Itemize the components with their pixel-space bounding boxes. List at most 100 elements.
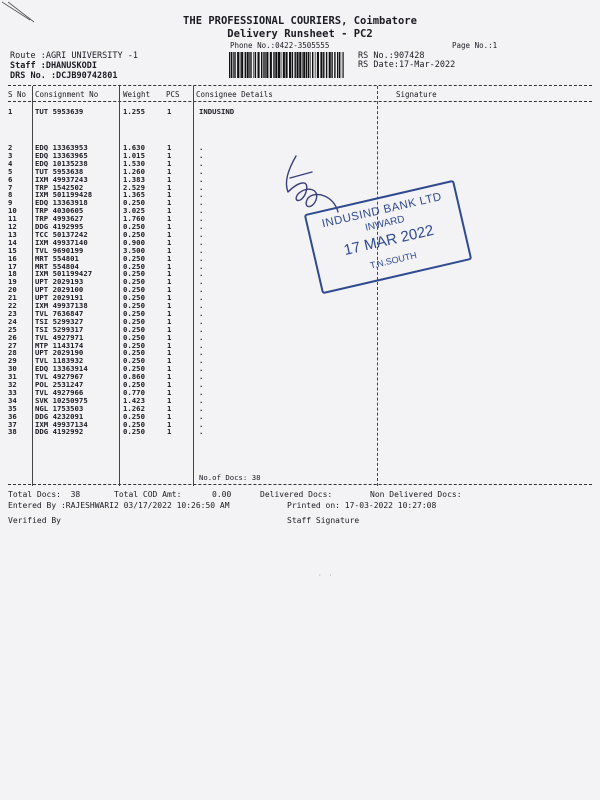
row-mark: .: [199, 332, 204, 342]
row-weight: 0.250: [123, 419, 145, 429]
row-serial: 19: [8, 277, 17, 287]
row-serial: 21: [8, 293, 17, 303]
row-consignment: UPT 2029193: [35, 277, 84, 287]
barcode-bar: [237, 52, 240, 78]
table-bottom-rule: [8, 484, 592, 485]
row-mark: .: [199, 340, 204, 350]
row-weight: 0.250: [123, 222, 145, 231]
barcode-bar: [234, 52, 236, 78]
row-serial: 38: [8, 427, 17, 437]
row-mark: .: [199, 348, 204, 358]
col-signature: Signature: [396, 90, 437, 99]
rs-date: RS Date:17-Mar-2022: [358, 60, 456, 70]
no-of-docs: No.of Docs: 38: [199, 473, 261, 482]
row-serial: 22: [8, 301, 17, 310]
row-consignment: EDQ 13363953: [35, 143, 88, 152]
row-mark: .: [199, 269, 204, 279]
row-mark: .: [199, 174, 204, 184]
row-pcs: 1: [167, 387, 172, 397]
row-weight: 0.250: [123, 277, 145, 287]
row-consignment: TVL 9690199: [35, 245, 84, 255]
total-cod-label: Total COD Amt:: [114, 490, 182, 499]
row-consignment: TUT 5953639: [35, 107, 84, 116]
drs-number: DRS No. :DCJB90742801: [10, 71, 118, 81]
row-mark: .: [199, 411, 204, 421]
barcode-bar: [334, 52, 336, 78]
row-mark: .: [199, 166, 204, 176]
row-consignment: EDQ 13363914: [35, 364, 88, 374]
row-mark: .: [199, 308, 204, 318]
row-weight: 1.365: [123, 190, 145, 200]
row-serial: 32: [8, 380, 17, 389]
total-docs: Total Docs: 38: [8, 490, 81, 499]
row-weight: 0.250: [123, 364, 145, 374]
row-consignment: DDG 4192995: [35, 222, 84, 231]
column-divider: [193, 86, 194, 486]
row-pcs: 1: [167, 107, 172, 116]
row-serial: 5: [8, 166, 13, 176]
row-serial: 7: [8, 182, 13, 192]
row-mark: .: [199, 372, 204, 382]
rs-number: RS No.:907428: [358, 51, 425, 61]
barcode-bar: [241, 52, 244, 78]
row-pcs: 1: [167, 372, 172, 382]
row-consignment: IXM 49937138: [35, 301, 88, 310]
row-serial: 8: [8, 190, 13, 200]
row-consignment: MRT 554801: [35, 253, 79, 263]
barcode-bar: [343, 52, 344, 78]
row-pcs: 1: [167, 308, 172, 318]
barcode-bar: [307, 52, 310, 78]
row-pcs: 1: [167, 356, 172, 366]
row-consignment: IXM 501199427: [35, 269, 93, 279]
row-weight: 0.860: [123, 372, 145, 382]
row-mark: .: [199, 356, 204, 366]
row-weight: 0.250: [123, 229, 145, 239]
barcode-bar: [291, 52, 294, 78]
row-consignment: TUT 5953638: [35, 166, 84, 176]
row-weight: 0.250: [123, 348, 145, 358]
column-divider: [377, 86, 378, 486]
row-weight: 2.529: [123, 182, 145, 192]
row-consignment: TVL 7636847: [35, 308, 84, 318]
row-pcs: 1: [167, 245, 172, 255]
row-consignment: TRP 4030605: [35, 206, 84, 216]
row-weight: 0.250: [123, 269, 145, 279]
runsheet-subtitle: Delivery Runsheet - PC2: [227, 28, 373, 40]
row-pcs: 1: [167, 174, 172, 184]
row-serial: 9: [8, 198, 13, 208]
barcode-bar: [269, 52, 272, 78]
row-weight: 0.250: [123, 332, 145, 342]
row-consignment: UPT 2029100: [35, 285, 84, 295]
row-weight: 0.250: [123, 356, 145, 366]
row-mark: .: [199, 158, 204, 168]
row-pcs: 1: [167, 214, 172, 224]
row-mark: .: [199, 253, 204, 263]
row-serial: 13: [8, 229, 17, 239]
row-pcs: 1: [167, 324, 172, 334]
column-divider: [32, 86, 33, 486]
barcode-bar: [341, 52, 343, 78]
row-mark: .: [199, 237, 204, 247]
row-serial: 29: [8, 356, 17, 366]
row-pcs: 1: [167, 285, 172, 295]
row-serial: 6: [8, 174, 13, 184]
handwritten-signature-icon: [285, 155, 339, 213]
row-pcs: 1: [167, 253, 172, 263]
